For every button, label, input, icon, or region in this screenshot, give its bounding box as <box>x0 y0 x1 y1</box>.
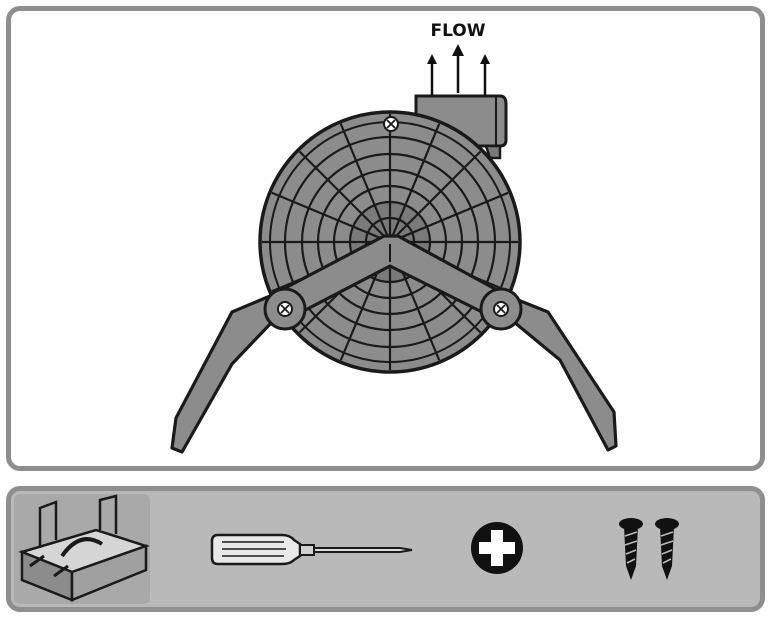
screws-icon <box>619 518 679 580</box>
flow-arrows-icon <box>427 44 490 95</box>
phillips-head-icon <box>471 522 523 574</box>
workbench-icon <box>14 494 150 604</box>
flow-label: FLOW <box>430 21 485 41</box>
bracket-screw-left-icon <box>277 301 293 317</box>
bracket-screw-right-icon <box>493 301 509 317</box>
mounting-bracket <box>170 234 618 454</box>
housing-screw-icon <box>383 116 399 132</box>
screwdriver-icon <box>210 533 413 566</box>
